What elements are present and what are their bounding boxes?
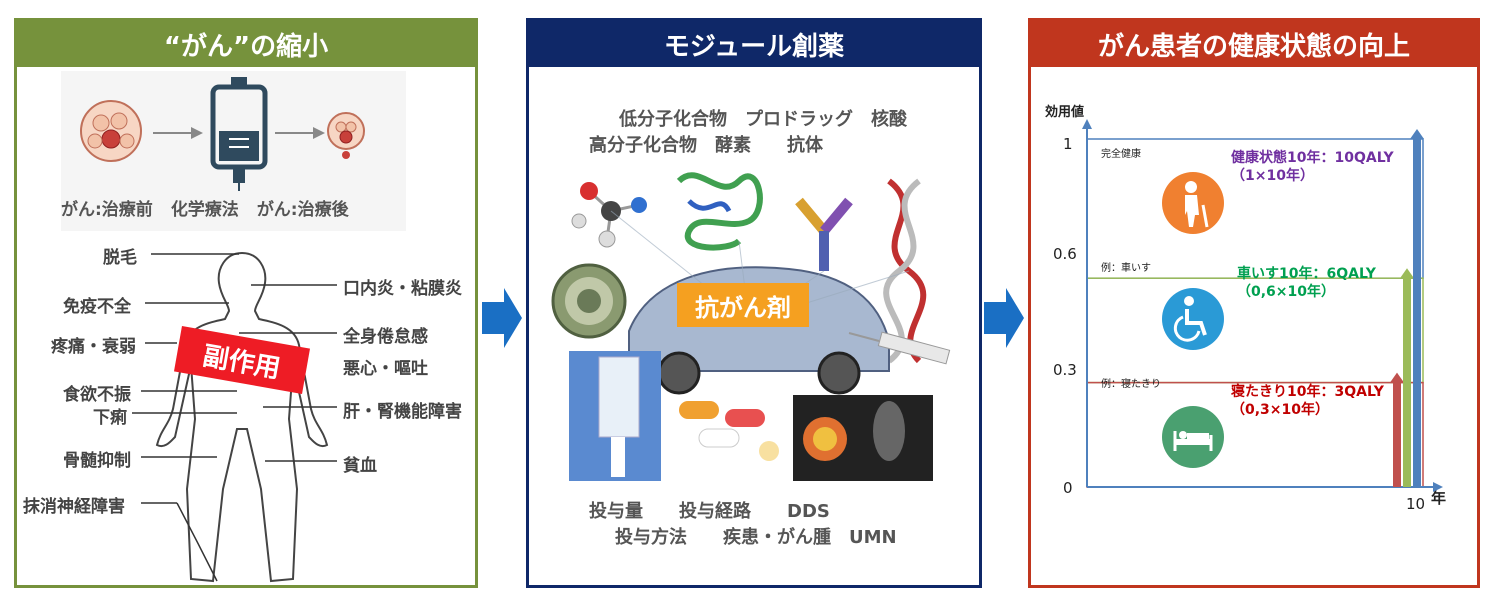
side-effect-bone-marrow: 骨髄抑制 xyxy=(63,451,131,471)
pills-icon xyxy=(679,401,779,461)
qaly-note-wheelchair-line2: （0,6×10年） xyxy=(1237,284,1336,300)
syringe-icon xyxy=(848,331,951,365)
qaly-note-full-health: 健康状態10年：10QALY （1×10年） xyxy=(1231,149,1394,185)
qaly-note-full-health-line1: 健康状態10年：10QALY xyxy=(1231,150,1394,166)
panel-title-health-improvement: がん患者の健康状態の向上 xyxy=(1031,21,1477,67)
antibody-icon xyxy=(795,197,853,271)
stage-label-chemo: 化学療法 xyxy=(170,200,239,220)
qaly-note-bedridden: 寝たきり10年：3QALY （0,3×10年） xyxy=(1231,383,1384,419)
state-label-full-health: 完全健康 xyxy=(1101,149,1141,160)
treatment-flow-graphic xyxy=(80,77,365,191)
chart-xlabel: 年 xyxy=(1431,489,1447,507)
qaly-bar-arrowhead-wheelchair xyxy=(1400,268,1414,279)
bedridden-icon xyxy=(1162,406,1224,468)
delivery-line-1: 投与量 投与経路 DDS xyxy=(589,501,830,522)
anticancer-drug-label: 抗がん剤 xyxy=(677,283,809,327)
side-effect-pain-weakness: 疼痛・衰弱 xyxy=(51,337,136,357)
qaly-note-full-health-line2: （1×10年） xyxy=(1231,168,1314,184)
side-effect-neuropathy: 抹消神経障害 xyxy=(23,497,125,517)
ytick-0-6: 0.6 xyxy=(1053,245,1077,263)
iv-drip-icon xyxy=(569,351,661,481)
xtick-10: 10 xyxy=(1406,495,1426,513)
qaly-bar-wheelchair xyxy=(1403,278,1411,487)
delivery-line-2: 投与方法 疾患・がん腫 UMN xyxy=(615,527,897,548)
qaly-bar-arrowhead-full-health xyxy=(1410,129,1424,139)
tumor-before-icon xyxy=(80,100,142,162)
leader-lines xyxy=(132,253,337,582)
dna-helix-icon xyxy=(883,178,927,364)
wheelchair-icon xyxy=(1162,288,1224,350)
state-label-bedridden: 例：寝たきり xyxy=(1101,379,1161,390)
panel-title-cancer-reduction: “がん”の縮小 xyxy=(17,21,475,67)
modality-line-1: 低分子化合物 プロドラッグ 核酸 xyxy=(619,109,907,130)
arrow-right-icon xyxy=(153,127,203,139)
protein-structure-icon xyxy=(676,172,763,251)
molecule-icon xyxy=(571,182,647,248)
flow-arrow-1 xyxy=(482,288,522,348)
virus-targeting-icon xyxy=(793,395,933,481)
side-effect-nausea: 悪心・嘔吐 xyxy=(343,359,428,379)
side-effect-stomatitis: 口内炎・粘膜炎 xyxy=(343,279,462,299)
ytick-1: 1 xyxy=(1063,135,1073,153)
human-body-outline xyxy=(155,251,329,583)
side-effect-fatigue: 全身倦怠感 xyxy=(343,327,428,347)
qaly-bar-arrowhead-bedridden xyxy=(1390,372,1404,383)
side-effect-hair-loss: 脱毛 xyxy=(103,248,137,268)
qaly-note-bedridden-line2: （0,3×10年） xyxy=(1231,402,1330,418)
panel-title-module-drug-discovery: モジュール創薬 xyxy=(529,21,979,67)
stage-label-before: がん:治療前 xyxy=(61,200,153,220)
qaly-note-bedridden-line1: 寝たきり10年：3QALY xyxy=(1231,384,1384,400)
nanoparticle-icon xyxy=(551,263,627,339)
arrow-right-icon xyxy=(275,127,325,139)
qaly-chart xyxy=(1082,119,1443,492)
side-effect-diarrhea: 下痢 xyxy=(93,408,127,428)
x-axis-arrowhead xyxy=(1433,482,1443,492)
elderly-person-icon xyxy=(1162,172,1224,234)
module-drug-discovery-panel: モジュール創薬 低分子化合物 プロドラッグ 核酸 高分子化合物 酵素 抗体 xyxy=(526,18,982,588)
cancer-reduction-panel: “がん”の縮小 xyxy=(14,18,478,588)
qaly-note-wheelchair-line1: 車いす10年：6QALY xyxy=(1237,266,1376,282)
ytick-0-3: 0.3 xyxy=(1053,361,1077,379)
side-effect-immunodeficiency: 免疫不全 xyxy=(63,297,131,317)
treatment-illustration: がん:治療前 化学療法 がん:治療後 xyxy=(61,71,406,231)
side-effect-anemia: 貧血 xyxy=(343,456,377,476)
y-axis-arrowhead xyxy=(1082,119,1092,129)
side-effect-anorexia: 食欲不振 xyxy=(63,385,131,405)
qaly-note-wheelchair: 車いす10年：6QALY （0,6×10年） xyxy=(1237,265,1376,301)
state-label-wheelchair: 例：車いす xyxy=(1101,263,1151,274)
iv-bag-icon xyxy=(210,77,268,191)
health-improvement-panel: がん患者の健康状態の向上 効用値 1 0.6 0.3 0 10 年 完全健康 例… xyxy=(1028,18,1480,588)
tumor-after-icon xyxy=(327,112,365,159)
modality-line-2: 高分子化合物 酵素 抗体 xyxy=(589,135,823,156)
qaly-bar-bedridden xyxy=(1393,382,1401,487)
ytick-0: 0 xyxy=(1063,479,1073,497)
flow-arrow-2 xyxy=(984,288,1024,348)
chart-ylabel: 効用値 xyxy=(1045,105,1085,120)
stage-label-after: がん:治療後 xyxy=(256,200,349,220)
qaly-bar-full-health xyxy=(1413,139,1421,487)
side-effect-liver-kidney: 肝・腎機能障害 xyxy=(343,402,462,422)
